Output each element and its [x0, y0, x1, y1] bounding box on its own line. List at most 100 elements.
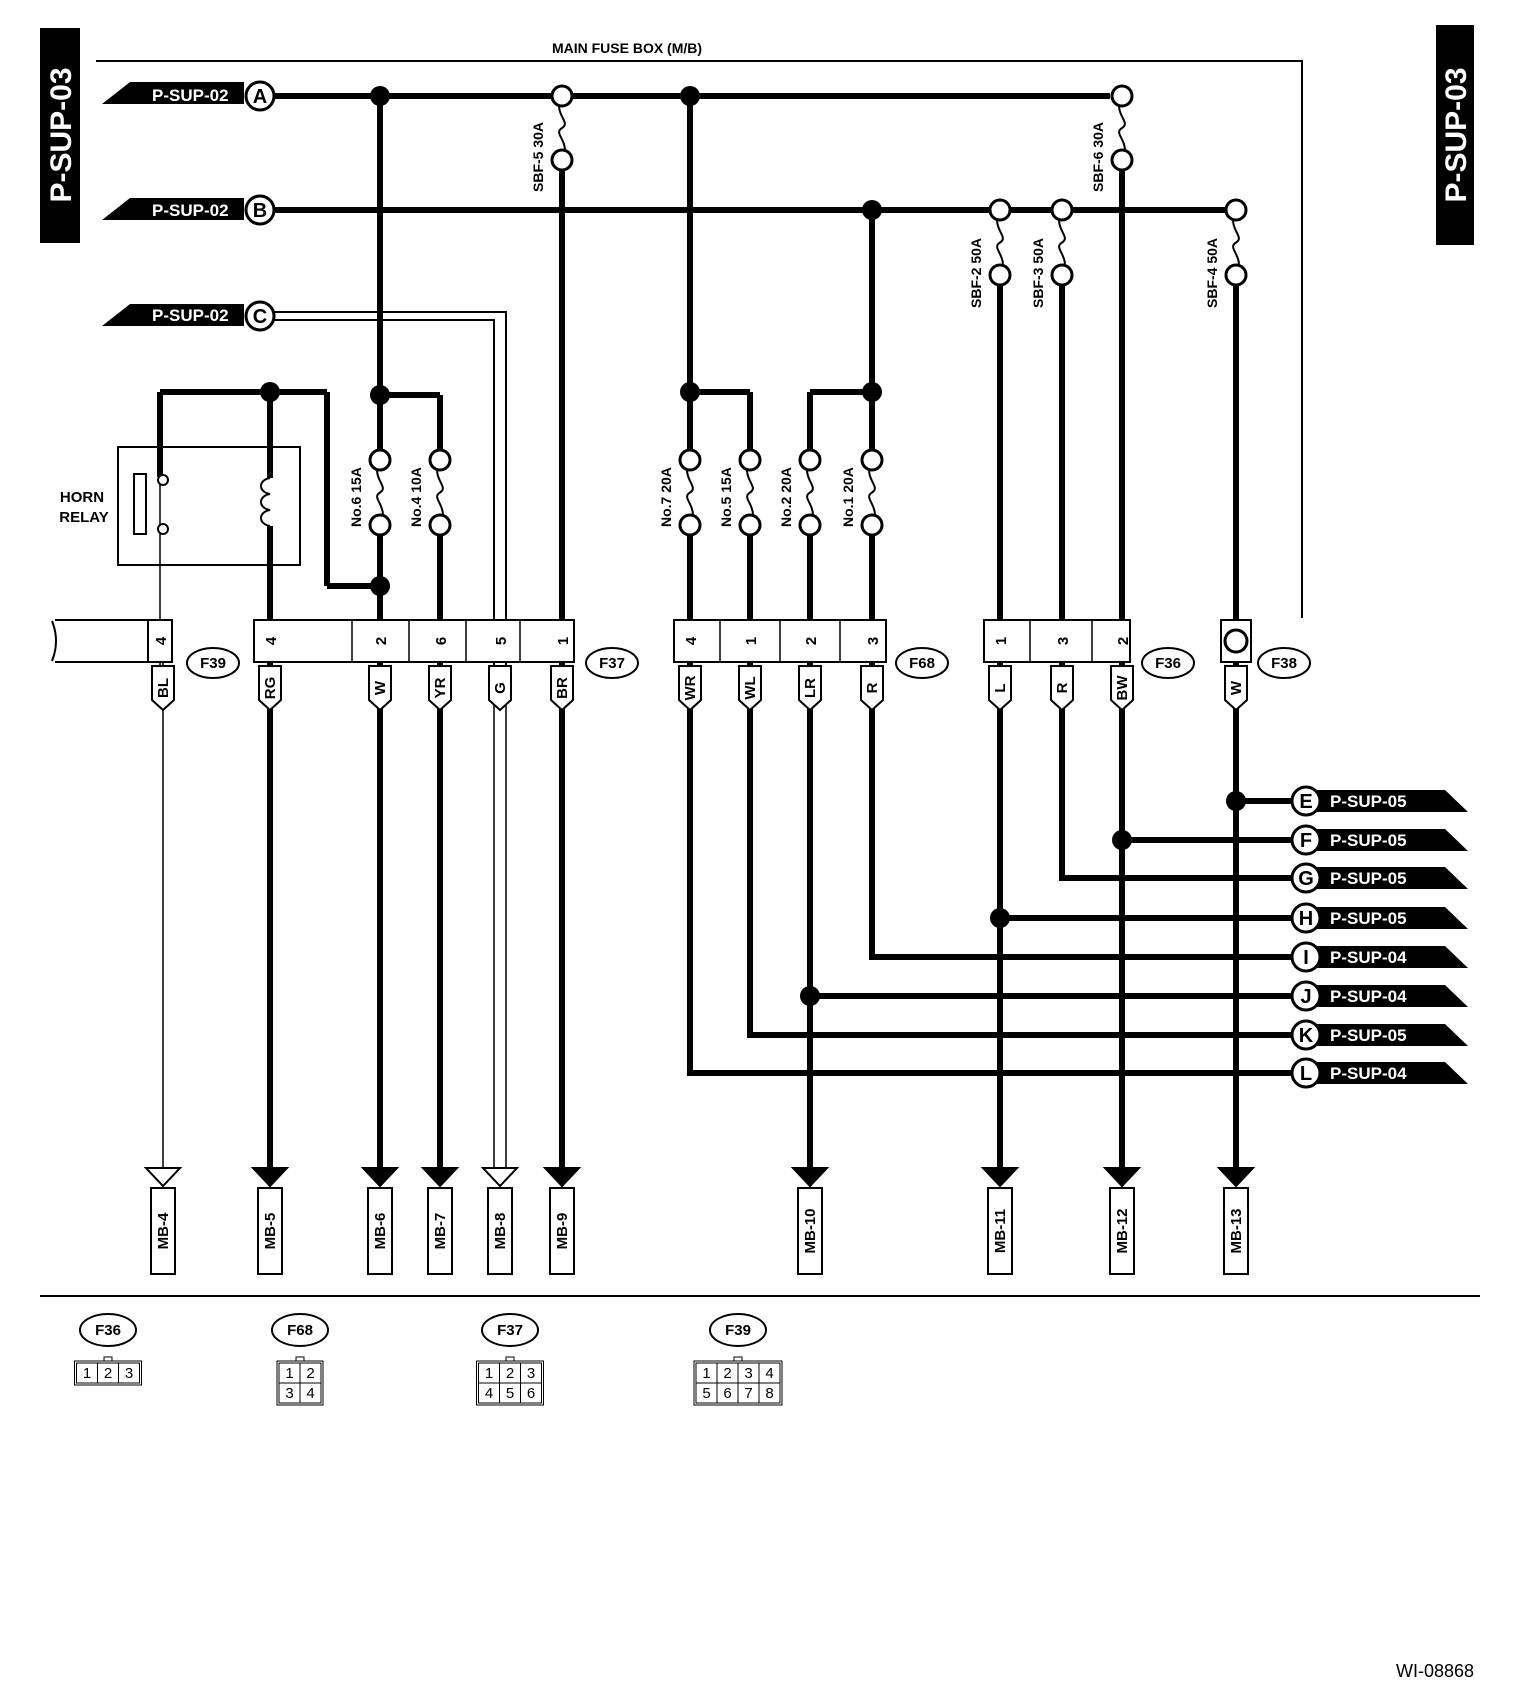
fuse-label-sbf6: SBF-6 30A — [1090, 122, 1106, 192]
fuse-sbf3 — [1050, 198, 1074, 287]
svg-text:F39: F39 — [725, 1322, 751, 1339]
output-mb9[interactable]: MB-9 — [549, 1187, 575, 1275]
svg-text:E: E — [1299, 791, 1312, 813]
svg-text:F68: F68 — [909, 655, 935, 672]
output-mb7[interactable]: MB-7 — [427, 1187, 453, 1275]
connector-label-f39[interactable]: F39 — [186, 647, 240, 679]
fuse-label-no2: No.2 20A — [778, 467, 794, 527]
horn-relay[interactable] — [117, 392, 301, 692]
wire-label-br: BR — [550, 665, 574, 712]
page-tag-right[interactable]: P-SUP-03 — [1436, 25, 1474, 245]
arrow-head — [542, 1167, 582, 1188]
arrow-head — [1102, 1167, 1142, 1188]
svg-text:MB-11: MB-11 — [992, 1209, 1009, 1253]
svg-text:P-SUP-02: P-SUP-02 — [152, 201, 229, 220]
lower-wiring-thick — [267, 662, 1292, 1168]
pin-bl: 4 — [153, 636, 170, 645]
svg-text:P-SUP-05: P-SUP-05 — [1330, 869, 1407, 888]
pin-bw: 2 — [1115, 637, 1132, 645]
connector-label-f38[interactable]: F38 — [1257, 647, 1311, 679]
wire-label-bw: BW — [1110, 665, 1134, 712]
pin-rg: 4 — [263, 636, 280, 645]
svg-text:P-SUP-05: P-SUP-05 — [1330, 792, 1407, 811]
svg-text:P-SUP-05: P-SUP-05 — [1330, 909, 1407, 928]
junction-dots — [260, 86, 1246, 1006]
wire-label-bl: BL — [151, 665, 175, 712]
svg-text:W: W — [372, 680, 389, 695]
output-mb4[interactable]: MB-4 — [150, 1187, 176, 1275]
wire-label-rg: RG — [258, 665, 282, 712]
link-e[interactable]: E P-SUP-05 — [1290, 785, 1468, 817]
fuse-label-sbf2: SBF-2 50A — [968, 238, 984, 308]
svg-text:WL: WL — [742, 676, 759, 699]
svg-text:C: C — [253, 306, 267, 328]
svg-text:1: 1 — [83, 1365, 91, 1382]
output-mb11[interactable]: MB-11 — [987, 1187, 1013, 1275]
horn-relay-label: HORN — [60, 489, 104, 506]
pin-br: 1 — [555, 637, 572, 645]
input-c[interactable]: P-SUP-02 C — [102, 300, 276, 332]
svg-text:R: R — [1054, 682, 1071, 693]
svg-text:P-SUP-03: P-SUP-03 — [1440, 67, 1473, 202]
pin-wl: 1 — [743, 637, 760, 645]
page-tag-left[interactable]: P-SUP-03 — [40, 28, 80, 243]
fuse-no6 — [368, 448, 392, 537]
svg-text:YR: YR — [432, 677, 449, 698]
fuse-box-title: MAIN FUSE BOX (M/B) — [552, 40, 702, 56]
svg-text:4: 4 — [306, 1385, 314, 1402]
pin-numbers: 4 4 2 6 5 1 4 1 2 3 1 3 2 — [153, 636, 1132, 645]
arrow-head — [420, 1167, 460, 1188]
fuse-no5 — [738, 448, 762, 537]
output-mb5[interactable]: MB-5 — [257, 1187, 283, 1275]
output-mb10[interactable]: MB-10 — [797, 1187, 823, 1275]
svg-text:P-SUP-05: P-SUP-05 — [1330, 1026, 1407, 1045]
svg-text:5: 5 — [506, 1385, 514, 1402]
input-b[interactable]: P-SUP-02 B — [102, 194, 276, 226]
link-l[interactable]: L P-SUP-04 — [1290, 1057, 1468, 1089]
svg-text:P-SUP-02: P-SUP-02 — [152, 306, 229, 325]
svg-text:8: 8 — [765, 1385, 773, 1402]
connector-label-f68[interactable]: F68 — [895, 647, 949, 679]
svg-text:L: L — [1300, 1063, 1312, 1085]
pin-wr: 4 — [683, 636, 700, 645]
fuse-sbf6 — [1110, 84, 1134, 172]
svg-text:1: 1 — [285, 1365, 293, 1382]
svg-text:1: 1 — [485, 1365, 493, 1382]
svg-text:1: 1 — [702, 1365, 710, 1382]
connector-label-f36[interactable]: F36 — [1141, 647, 1195, 679]
fuse-no2 — [798, 448, 822, 537]
svg-text:5: 5 — [702, 1385, 710, 1402]
svg-text:J: J — [1300, 986, 1311, 1008]
connector-labels[interactable]: F39 F37 F68 F36 F38 — [186, 647, 1311, 679]
output-mb12[interactable]: MB-12 — [1109, 1187, 1135, 1275]
fuse-no7 — [678, 448, 702, 537]
connector-label-f37[interactable]: F37 — [585, 647, 639, 679]
output-mb8[interactable]: MB-8 — [487, 1187, 513, 1275]
output-boxes[interactable]: MB-4 MB-5 MB-6 MB-7 MB-8 MB-9 MB-10 MB-11 MB-12 M… — [150, 1187, 1249, 1275]
connector-f38-pin — [1223, 628, 1249, 654]
arrow-head — [480, 1167, 520, 1188]
connector-block-f36 — [983, 619, 1131, 663]
svg-text:6: 6 — [527, 1385, 535, 1402]
output-mb6[interactable]: MB-6 — [367, 1187, 393, 1275]
input-a[interactable]: P-SUP-02 A — [102, 80, 276, 112]
svg-text:I: I — [1303, 947, 1309, 969]
wire-label-w1: W — [368, 665, 392, 712]
output-mb13[interactable]: MB-13 — [1223, 1187, 1249, 1275]
svg-text:P-SUP-04: P-SUP-04 — [1330, 1064, 1407, 1083]
svg-text:4: 4 — [765, 1365, 773, 1382]
svg-text:G: G — [492, 682, 509, 694]
fuse-sbf5 — [550, 84, 574, 172]
svg-text:LR: LR — [802, 678, 819, 698]
svg-text:RG: RG — [262, 677, 279, 700]
svg-text:MB-4: MB-4 — [155, 1212, 172, 1249]
svg-text:WR: WR — [682, 675, 699, 700]
